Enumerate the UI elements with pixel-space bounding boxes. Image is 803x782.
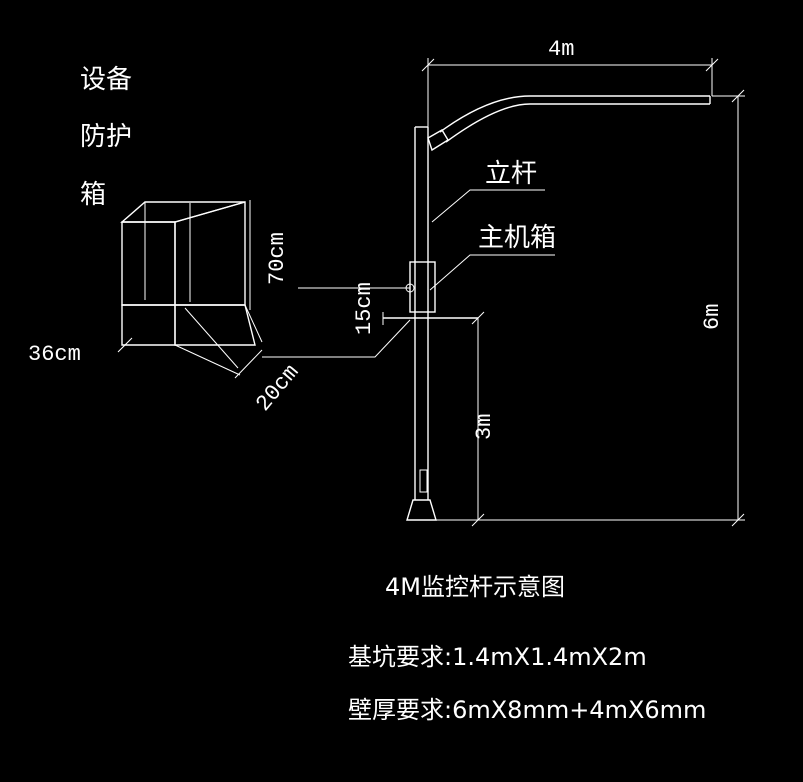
box-depth-edge-3	[184, 307, 239, 369]
box-height-label: 70cm	[265, 232, 290, 285]
total-height-tick-bottom	[731, 513, 745, 527]
arm-bracket	[427, 129, 449, 152]
total-height-tick-top	[731, 89, 745, 103]
box-depth-edge-2	[244, 304, 263, 343]
mount-height-label: 15cm	[352, 282, 377, 335]
wall-thickness-requirement: 壁厚要求:6mX8mm+4mX6mm	[348, 696, 706, 724]
lower-height-tick-bottom	[471, 513, 485, 527]
box-title-line-1: 设备	[80, 65, 132, 95]
total-height-label: 6m	[700, 304, 725, 330]
host-box-label: 主机箱	[478, 223, 556, 253]
pole-door	[419, 469, 428, 493]
box-base-side	[174, 304, 256, 346]
lower-height-label: 3m	[472, 414, 497, 440]
drawing-title: 4M监控杆示意图	[385, 573, 565, 601]
box-front-face	[121, 221, 176, 306]
foundation-requirement: 基坑要求:1.4mX1.4mX2m	[348, 643, 647, 671]
lower-height-tick-top	[471, 311, 485, 325]
pole-base	[406, 499, 437, 521]
arm-upper-edge	[439, 95, 710, 133]
box-base-front	[121, 304, 176, 346]
host-box-label-leader	[429, 254, 555, 291]
width-tick	[117, 337, 133, 353]
host-box	[409, 261, 436, 313]
host-box-port	[405, 283, 415, 293]
arm-length-tick-right	[705, 58, 719, 72]
arm-length-label: 4m	[548, 37, 574, 62]
box-title-line-3: 箱	[80, 180, 106, 210]
box-leader-line	[262, 319, 411, 358]
pole	[382, 95, 711, 521]
box-width-label: 36cm	[28, 342, 81, 367]
box-side-face	[174, 201, 246, 306]
arm-lower-edge	[445, 103, 710, 143]
pole-label: 立杆	[485, 159, 537, 189]
box-title-line-2: 防护	[80, 122, 132, 152]
box-depth-label: 20cm	[251, 360, 304, 417]
pole-label-leader	[431, 189, 545, 223]
box-depth-edge	[174, 344, 241, 376]
arm-length-tick-left	[421, 58, 435, 72]
protection-box	[120, 201, 263, 376]
depth-tick	[234, 349, 263, 379]
